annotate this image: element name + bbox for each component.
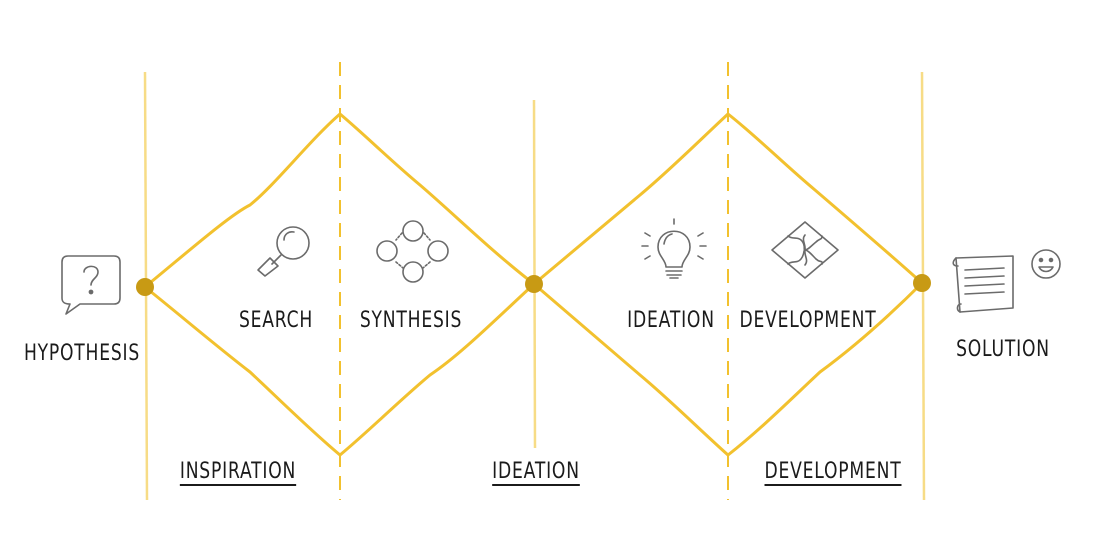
guide-line-ideation <box>532 99 537 449</box>
cluster-icon <box>376 220 449 283</box>
document-smiley-icon <box>952 249 1061 313</box>
phase-label-ideation: IDEATION <box>492 459 580 484</box>
phase-label-development: DEVELOPMENT <box>764 459 902 484</box>
step-label-development: DEVELOPMENT <box>739 308 877 333</box>
step-label-search: SEARCH <box>238 308 314 333</box>
phase-label-inspiration: INSPIRATION <box>179 459 297 484</box>
lightbulb-icon <box>641 218 707 279</box>
magnifier-icon <box>257 226 310 277</box>
step-label-ideation: IDEATION <box>627 308 715 333</box>
step-label-hypothesis: HYPOTHESIS <box>23 341 141 366</box>
step-label-solution: SOLUTION <box>956 337 1050 362</box>
node-ideation <box>525 275 543 293</box>
step-label-synthesis: SYNTHESIS <box>359 308 463 333</box>
node-hypothesis <box>136 278 154 296</box>
puzzle-icon <box>771 221 839 279</box>
node-solution <box>913 274 931 292</box>
question-bubble-icon <box>61 255 121 315</box>
